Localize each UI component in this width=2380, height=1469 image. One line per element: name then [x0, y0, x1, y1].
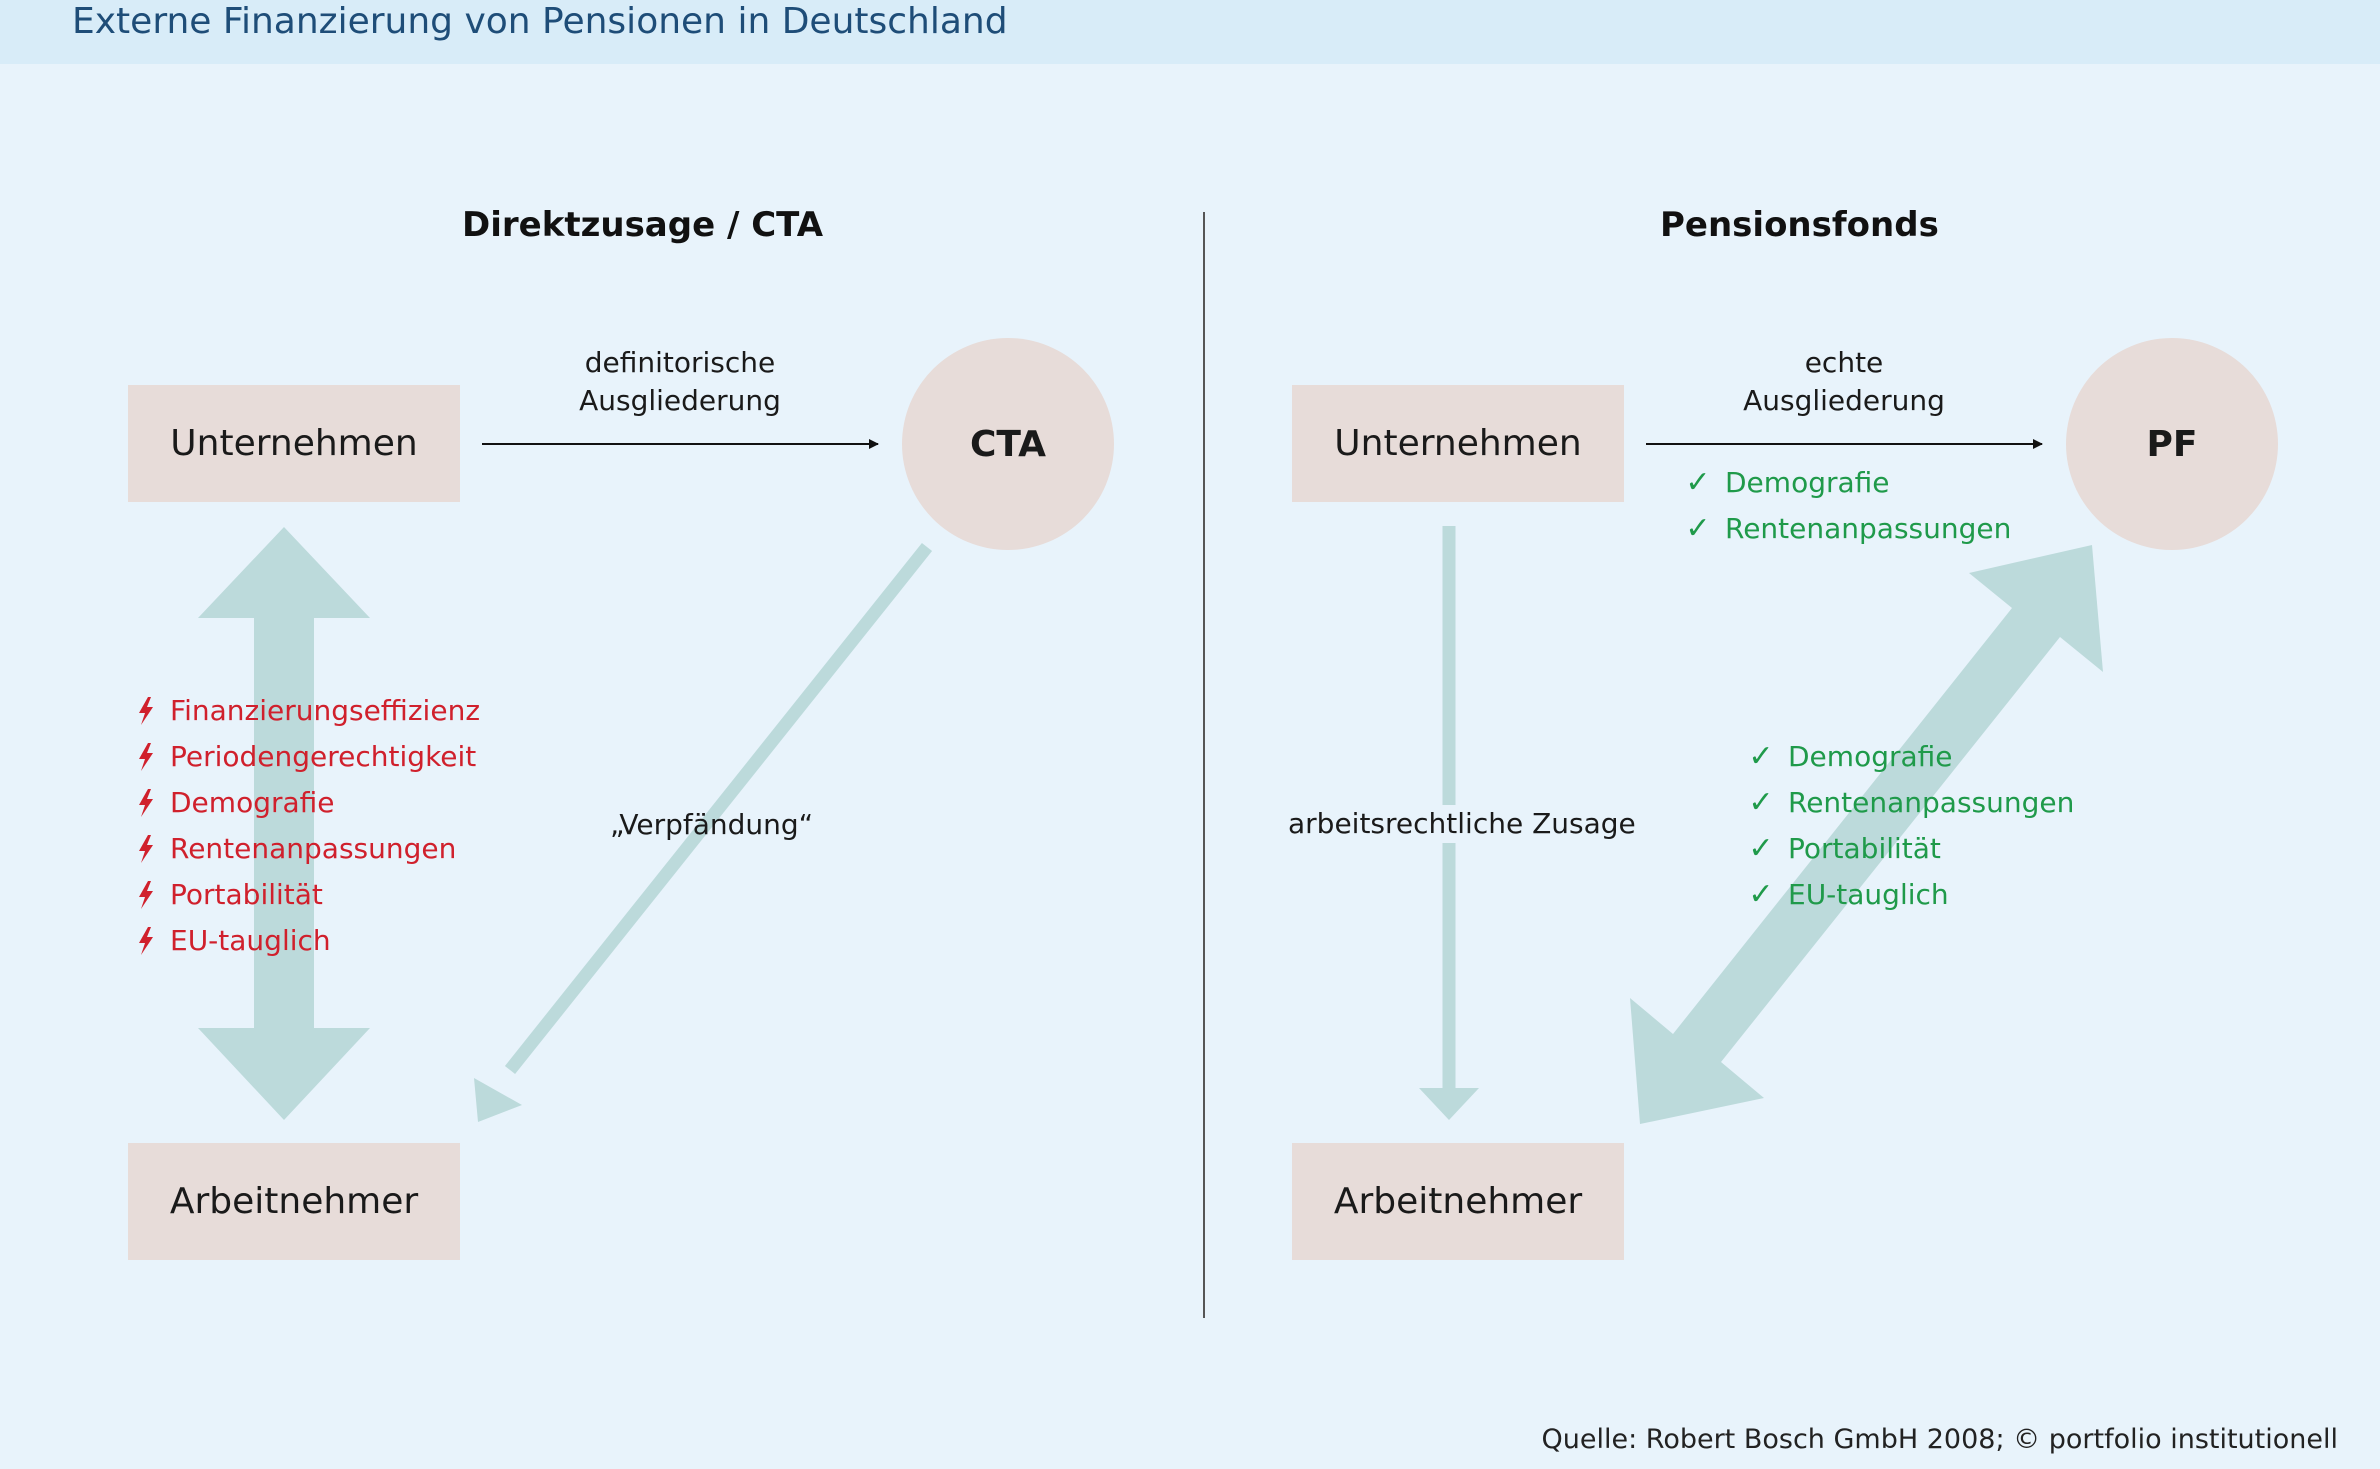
list-item: ✓ Rentenanpassungen — [1748, 780, 2074, 826]
list-item-text: Demografie — [1725, 466, 1890, 499]
list-item-text: Demografie — [1788, 740, 1953, 773]
left-double-arrow — [198, 527, 370, 1120]
cta-circle: CTA — [902, 338, 1114, 550]
page-title: Externe Finanzierung von Pensionen in De… — [72, 1, 1008, 42]
left-company-box: Unternehmen — [128, 385, 460, 502]
list-item-text: Demografie — [170, 786, 335, 819]
checkmark-icon: ✓ — [1748, 831, 1774, 866]
list-item: Finanzierungseffizienz — [136, 688, 480, 734]
list-item-text: Rentenanpassungen — [1788, 786, 2075, 819]
verpfaendung-label: „Verpfändung“ — [610, 808, 814, 841]
pf-label: PF — [2146, 423, 2198, 465]
right-benefits-mid-list: ✓ Demografie ✓ Rentenanpassungen ✓ Portabilit… — [1748, 734, 2074, 918]
right-arrow-label-line1: echte — [1804, 346, 1884, 379]
left-diagonal-arrowhead — [474, 1078, 522, 1122]
left-section-title: Direktzusage / CTA — [462, 205, 824, 245]
left-arrow-label-line1: definitorische — [584, 346, 776, 379]
pf-circle: PF — [2066, 338, 2278, 550]
list-item: ✓ Rentenanpassungen — [1685, 506, 2011, 552]
left-employee-label: Arbeitnehmer — [169, 1181, 419, 1222]
lightning-icon — [139, 743, 153, 771]
right-section-title: Pensionsfonds — [1660, 205, 1939, 245]
list-item-text: Rentenanpassungen — [170, 832, 457, 865]
source-note: Quelle: Robert Bosch GmbH 2008; © portfo… — [1541, 1424, 2339, 1455]
right-employee-box: Arbeitnehmer — [1292, 1143, 1624, 1260]
right-arrow-label-line2: Ausgliederung — [1743, 384, 1945, 417]
list-item: ✓ Portabilität — [1748, 826, 2074, 872]
list-item-text: EU-tauglich — [170, 924, 331, 957]
right-employee-label: Arbeitnehmer — [1333, 1181, 1583, 1222]
right-benefits-top-list: ✓ Demografie ✓ Rentenanpassungen — [1685, 460, 2011, 552]
list-item: Rentenanpassungen — [136, 826, 480, 872]
right-vertical-arrowhead — [1419, 1088, 1479, 1120]
list-item: Demografie — [136, 780, 480, 826]
list-item-text: Portabilität — [170, 878, 323, 911]
left-diagonal-line — [504, 542, 933, 1075]
checkmark-icon: ✓ — [1685, 511, 1711, 546]
left-arrow-label-line2: Ausgliederung — [579, 384, 781, 417]
checkmark-icon: ✓ — [1685, 465, 1711, 500]
right-arrow-label: echte Ausgliederung — [1724, 344, 1964, 420]
right-company-label: Unternehmen — [1334, 423, 1582, 464]
list-item-text: EU-tauglich — [1788, 878, 1949, 911]
lightning-icon — [139, 881, 153, 909]
list-item-text: Finanzierungseffizienz — [170, 694, 481, 727]
lightning-icon — [139, 927, 153, 955]
list-item: Periodengerechtigkeit — [136, 734, 480, 780]
list-item: ✓ Demografie — [1748, 734, 2074, 780]
list-item: Portabilität — [136, 872, 480, 918]
lightning-icon — [139, 697, 153, 725]
checkmark-icon: ✓ — [1748, 739, 1774, 774]
arbeitsrechtliche-zusage-label: arbeitsrechtliche Zusage — [1288, 805, 1636, 843]
list-item: ✓ EU-tauglich — [1748, 872, 2074, 918]
list-item: ✓ Demografie — [1685, 460, 2011, 506]
checkmark-icon: ✓ — [1748, 785, 1774, 820]
list-item: EU-tauglich — [136, 918, 480, 964]
left-company-label: Unternehmen — [170, 423, 418, 464]
header-bar: Externe Finanzierung von Pensionen in De… — [0, 0, 2380, 64]
checkmark-icon: ✓ — [1748, 877, 1774, 912]
lightning-icon — [139, 789, 153, 817]
list-item-text: Periodengerechtigkeit — [170, 740, 477, 773]
left-arrow-label: definitorische Ausgliederung — [560, 344, 800, 420]
list-item-text: Rentenanpassungen — [1725, 512, 2012, 545]
left-employee-box: Arbeitnehmer — [128, 1143, 460, 1260]
right-diagonal-double-arrow — [1630, 545, 2103, 1124]
right-company-box: Unternehmen — [1292, 385, 1624, 502]
lightning-icon — [139, 835, 153, 863]
list-item-text: Portabilität — [1788, 832, 1941, 865]
cta-label: CTA — [969, 423, 1047, 465]
